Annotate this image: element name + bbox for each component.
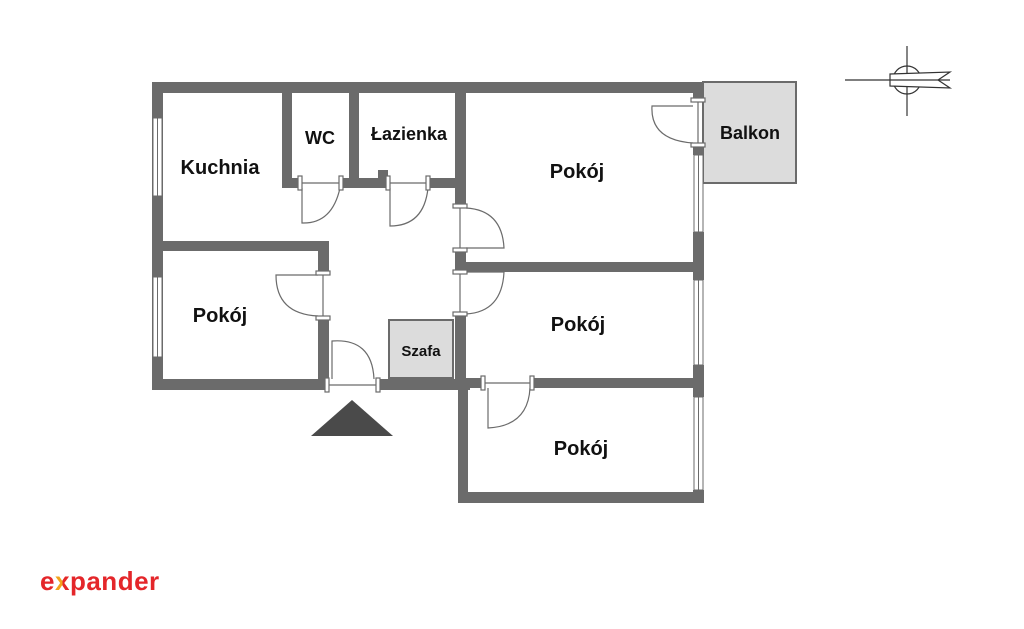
room-label-room-bottom-right: Pokój xyxy=(554,438,608,460)
windows xyxy=(152,117,704,491)
wardrobe-box xyxy=(388,319,454,379)
north-arrow-icon xyxy=(845,46,953,116)
room-label-room-middle-right: Pokój xyxy=(551,314,605,336)
brand-logo-part-3: pander xyxy=(69,566,160,596)
room-label-room-top-right: Pokój xyxy=(550,161,604,183)
room-label-wc: WC xyxy=(305,128,335,148)
walls xyxy=(152,82,704,503)
brand-logo-part-2: x xyxy=(54,566,70,596)
brand-logo-part-1: e xyxy=(40,566,55,596)
entrance-arrow-icon xyxy=(311,400,393,436)
doors xyxy=(275,97,706,429)
room-label-kitchen: Kuchnia xyxy=(181,157,261,179)
brand-logo: exx​pander xyxy=(40,566,160,597)
room-label-balcony: Balkon xyxy=(720,123,780,143)
balcony-area xyxy=(702,81,797,184)
room-label-room-left: Pokój xyxy=(193,305,247,327)
brand-logo-x: xx​ xyxy=(55,566,70,597)
room-label-bathroom: Łazienka xyxy=(371,124,448,144)
room-label-wardrobe: Szafa xyxy=(401,343,441,360)
brand-logo-x-overlay: x xyxy=(54,566,70,596)
